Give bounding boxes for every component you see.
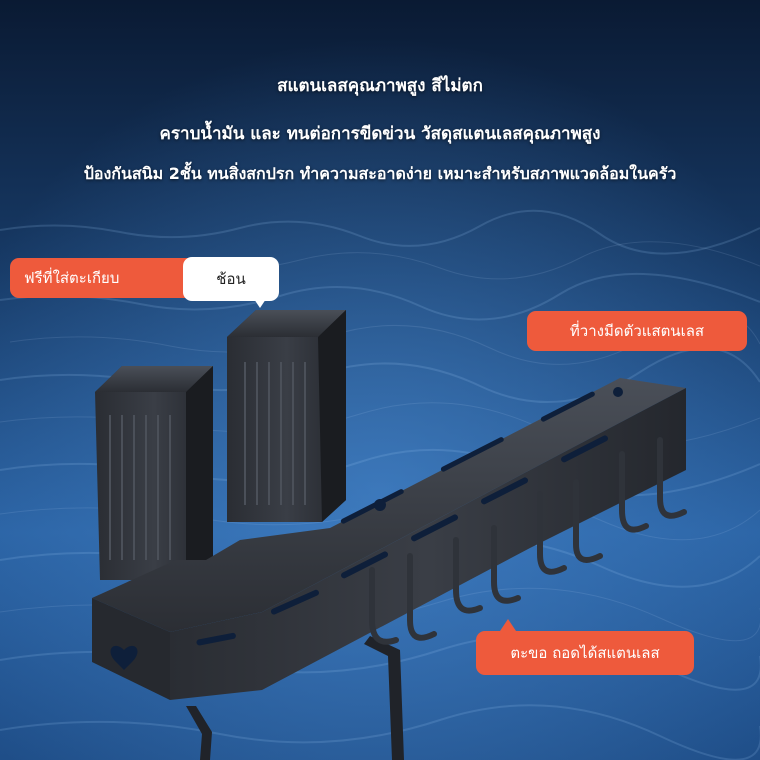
utensil-cup-left [95,366,213,580]
hooks [369,437,687,645]
knife-rack [92,378,686,760]
headline-line-3: ป้องกันสนิม 2ชั้น ทนสิ่งสกปรก ทำความสะอา… [83,164,677,183]
utensil-cup-right [227,310,346,522]
callout-spoon-pointer [252,296,268,308]
headline-line-1: สแตนเลสคุณภาพสูง สีไม่ตก [277,76,483,96]
callout-free-holder: ฟรีที่ใส่ตะเกียบ [10,258,200,298]
headline-line-2: คราบน้ำมัน และ ทนต่อการขีดข่วน วัสดุสแตน… [159,124,601,144]
callout-knife-rack: ที่วางมีดตัวแสตนเลส [527,311,747,351]
callout-hooks-pointer [500,619,516,631]
callout-spoon: ช้อน [183,257,279,301]
callout-hooks: ตะขอ ถอดได้สแตนเลส [476,631,694,675]
